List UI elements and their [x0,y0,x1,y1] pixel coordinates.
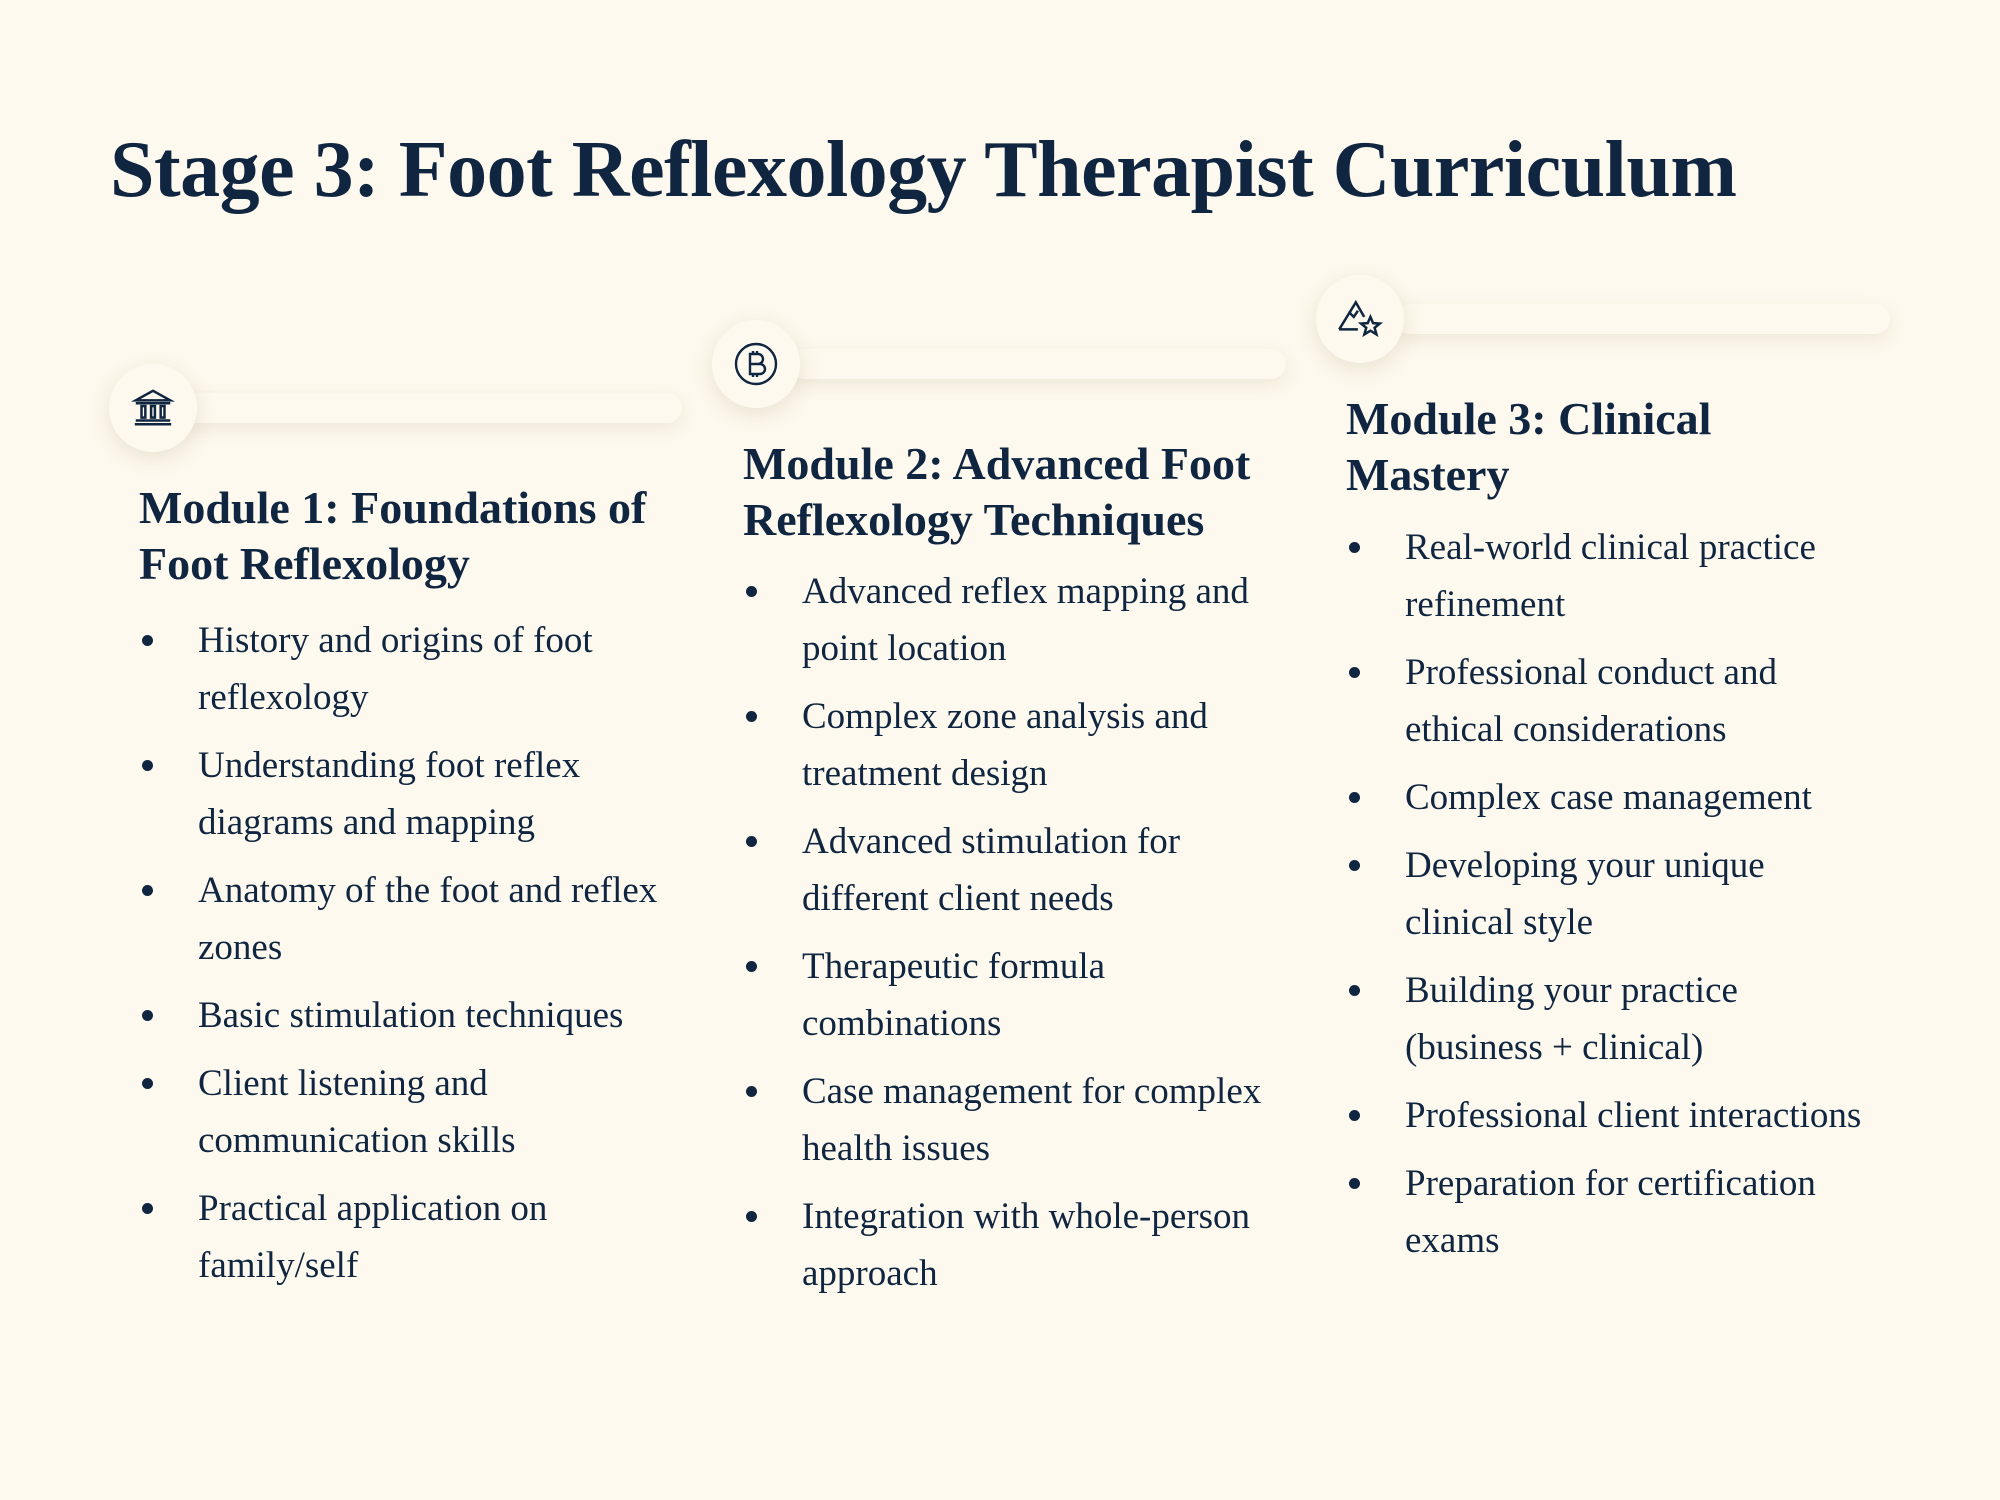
list-item: Developing your unique clinical style [1348,837,1868,951]
list-item: Understanding foot reflex diagrams and m… [141,737,661,851]
bank-icon [130,389,176,426]
list-item: History and origins of foot reflexology [141,612,661,726]
list-item: Complex case management [1348,769,1868,826]
list-item: Practical application on family/self [141,1180,661,1294]
list-item: Therapeutic formula combinations [745,938,1265,1052]
page-title: Stage 3: Foot Reflexology Therapist Curr… [110,126,1737,214]
list-item: Client listening and communication skill… [141,1055,661,1169]
module-1-list: History and origins of foot reflexology … [141,612,661,1305]
list-item: Building your practice (business + clini… [1348,962,1868,1076]
module-2-heading: Module 2: Advanced Foot Reflexology Tech… [743,438,1251,545]
mountain-star-icon [1338,299,1384,338]
module-3-heading: Module 3: Clinical Mastery [1346,393,1712,500]
list-item: Case management for complex health issue… [745,1063,1265,1177]
list-item: Preparation for certification exams [1348,1155,1868,1269]
list-item: Professional client interactions [1348,1087,1868,1144]
bitcoin-icon [734,342,778,386]
list-item: Complex zone analysis and treatment desi… [745,688,1265,802]
list-item: Professional conduct and ethical conside… [1348,644,1868,758]
module-3-track [1394,304,1890,334]
module-2-icon-circle [712,320,800,408]
list-item: Anatomy of the foot and reflex zones [141,862,661,976]
module-3-list: Real-world clinical practice refinement … [1348,519,1868,1280]
module-2-list: Advanced reflex mapping and point locati… [745,563,1265,1313]
module-1-track [150,393,682,423]
module-2-track [790,349,1286,379]
list-item: Advanced stimulation for different clien… [745,813,1265,927]
module-1-icon-circle [109,364,197,452]
list-item: Basic stimulation techniques [141,987,661,1044]
module-1-heading: Module 1: Foundations of Foot Reflexolog… [139,482,647,589]
list-item: Integration with whole-person approach [745,1188,1265,1302]
list-item: Advanced reflex mapping and point locati… [745,563,1265,677]
module-3-icon-circle [1316,275,1404,363]
list-item: Real-world clinical practice refinement [1348,519,1868,633]
